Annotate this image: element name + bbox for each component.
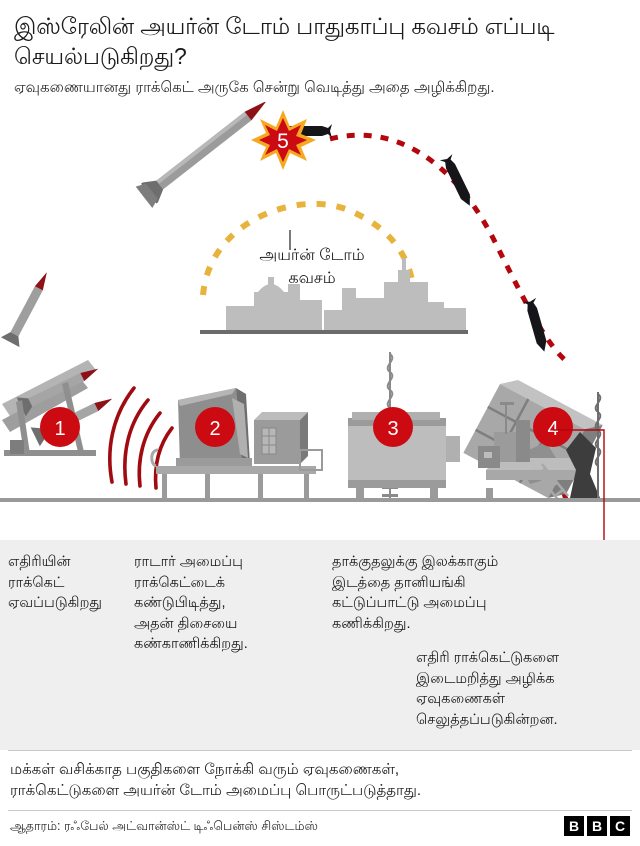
marker-4: 4	[533, 407, 573, 448]
marker-1: 1	[40, 407, 80, 448]
bbc-logo-letter-3: C	[610, 816, 630, 836]
source-label: ஆதாரம்: ரஃபேல் அட்வான்ஸ்ட் டிஃபென்ஸ் சிஸ…	[10, 819, 318, 833]
caption-1: எதிரியின் ராக்கெட் ஏவப்படுகிறது	[8, 554, 103, 612]
marker-5-label: 5	[277, 130, 289, 153]
interceptor-launcher	[463, 380, 603, 503]
svg-text:2: 2	[209, 418, 220, 440]
dome-label-line1: அயர்ன் டோம்	[259, 247, 364, 264]
summary-block: மக்கள் வசிக்காத பகுதிகளை நோக்கி வரும் ஏவ…	[0, 750, 640, 810]
caption-4: எதிரி ராக்கெட்டுகளை இடைமறித்து அழிக்க ஏவ…	[416, 650, 560, 728]
svg-text:3: 3	[387, 418, 398, 440]
bbc-logo-letter-1: B	[564, 816, 584, 836]
city-ground-line	[200, 330, 468, 335]
footer-divider	[8, 810, 632, 811]
enemy-rocket-icon-3	[522, 298, 552, 355]
interceptor-missile-icon	[135, 102, 267, 209]
illustration: 5 அயர்ன் டோம் கவசம்	[0, 102, 640, 649]
marker-2: 2	[195, 407, 235, 448]
footer: ஆதாரம்: ரஃபேல் அட்வான்ஸ்ட் டிஃபென்ஸ் சிஸ…	[0, 810, 640, 846]
svg-text:1: 1	[54, 418, 65, 440]
caption-band: எதிரியின் ராக்கெட் ஏவப்படுகிறது ராடார் அ…	[0, 540, 640, 750]
enemy-rocket-icon-2	[439, 154, 477, 210]
bbc-logo: B B C	[564, 816, 630, 836]
page-subtitle: ஏவுகணையானது ராக்கெட் அருகே சென்று வெடித்…	[14, 78, 495, 96]
radar-waves	[108, 386, 174, 491]
city-skyline	[226, 258, 466, 331]
explosion-marker-5: 5	[251, 110, 316, 171]
iron-dome-shield-arc	[200, 201, 417, 296]
summary-text: மக்கள் வசிக்காத பகுதிகளை நோக்கி வரும் ஏவ…	[10, 761, 422, 800]
ground-line	[0, 498, 640, 503]
caption-3: தாக்குதலுக்கு இலக்காகும் இடத்தை தானியங்க…	[332, 554, 499, 632]
svg-text:4: 4	[547, 418, 558, 440]
header: இஸ்ரேலின் அயர்ன் டோம் பாதுகாப்பு கவசம் எ…	[0, 0, 640, 98]
summary-divider	[8, 750, 632, 751]
page-title: இஸ்ரேலின் அயர்ன் டோம் பாதுகாப்பு கவசம் எ…	[14, 13, 555, 69]
bbc-logo-letter-2: B	[587, 816, 607, 836]
marker-3: 3	[373, 407, 413, 448]
caption-2: ராடார் அமைப்பு ராக்கெட்டைக் கண்டுபிடித்த…	[134, 554, 248, 653]
dome-label-line2: கவசம்	[288, 270, 335, 287]
radar-unit	[150, 388, 323, 503]
